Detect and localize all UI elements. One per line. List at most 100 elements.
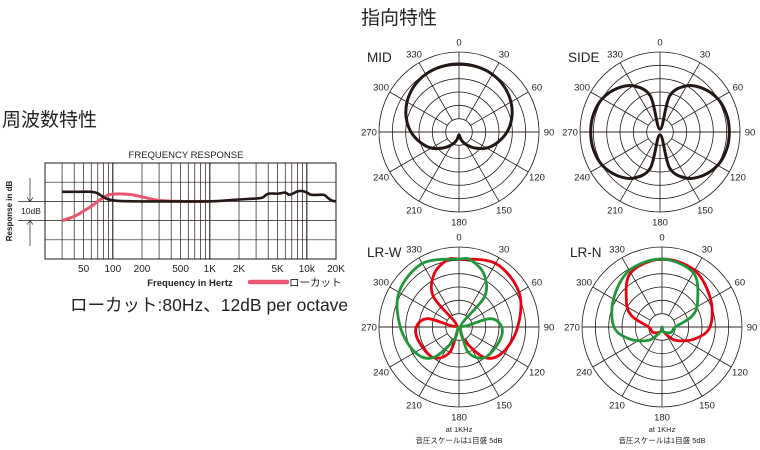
angle-label: 210 (609, 400, 625, 411)
polar-spoke (592, 286, 651, 321)
polar-spoke (418, 62, 453, 121)
angle-label: 150 (496, 400, 512, 411)
polar-plot-label: MID (367, 50, 392, 65)
angle-label: 330 (406, 50, 422, 61)
angle-label: 30 (499, 50, 510, 61)
x-tick-label: 1K (204, 264, 217, 275)
x-tick-label: 50 (78, 264, 90, 275)
scale-arrowhead (26, 197, 34, 202)
x-tick-label: 10k (299, 264, 316, 275)
series-line-lowcut (61, 192, 210, 223)
polar-spoke (418, 257, 453, 316)
polar-spoke (470, 91, 529, 126)
angle-label: 0 (659, 233, 664, 244)
angle-label: 0 (456, 233, 461, 244)
angle-label: 90 (745, 128, 756, 139)
angle-label: 60 (735, 278, 746, 289)
polar-spoke (590, 91, 649, 126)
polar-spoke (666, 62, 701, 121)
footnote-scale: 音圧スケールは1目盛 5dB (618, 435, 705, 445)
angle-label: 60 (532, 278, 543, 289)
angle-label: 330 (406, 245, 422, 256)
polar-spoke (590, 138, 649, 173)
angle-label: 180 (451, 413, 467, 424)
polar-pattern-curve (589, 83, 731, 181)
angle-label: 330 (609, 245, 625, 256)
x-tick-label: 200 (134, 264, 151, 275)
angle-label: 90 (544, 128, 555, 139)
polar-spoke (673, 333, 732, 368)
angle-label: 300 (576, 278, 592, 289)
angle-label: 330 (607, 50, 623, 61)
angle-label: 180 (652, 218, 668, 229)
polar-spoke (671, 91, 730, 126)
angle-label: 30 (499, 245, 510, 256)
polar-spoke (621, 257, 656, 316)
angle-label: 30 (700, 50, 711, 61)
series-line-flat (62, 189, 337, 203)
polar-spoke (465, 257, 500, 316)
angle-label: 210 (406, 205, 422, 216)
angle-label: 180 (654, 413, 670, 424)
angle-label: 90 (747, 323, 758, 334)
polar-spoke (418, 143, 453, 202)
angle-label: 30 (702, 245, 713, 256)
polar-spoke (389, 91, 448, 126)
polar-plot-label: LR-W (367, 245, 402, 260)
polar-spoke (389, 333, 448, 368)
polar-spoke (465, 62, 500, 121)
polar-spoke (619, 143, 654, 202)
angle-label: 60 (532, 83, 543, 94)
angle-label: 270 (361, 323, 377, 334)
polar-plot-label: SIDE (568, 50, 600, 65)
angle-label: 90 (544, 323, 555, 334)
angle-label: 210 (406, 400, 422, 411)
polar-spoke (673, 286, 732, 321)
angle-label: 240 (373, 173, 389, 184)
angle-label: 240 (576, 368, 592, 379)
polar-spoke (389, 138, 448, 173)
footnote-frequency: at 1KHz (649, 425, 676, 434)
polar-pattern-curve (624, 257, 714, 343)
angle-label: 240 (373, 368, 389, 379)
angle-label: 270 (562, 128, 578, 139)
polar-spoke (470, 138, 529, 173)
x-tick-label: 500 (172, 264, 189, 275)
polar-spoke (621, 338, 656, 397)
plot-frame (44, 162, 337, 260)
frequency-response-chart: FREQUENCY RESPONSE Frequency in Hertz Re… (5, 150, 345, 289)
x-tick-label: 5K (271, 264, 284, 275)
polar-pattern-curve (414, 256, 523, 360)
polar-pattern-curve (610, 257, 700, 343)
scale-marker-label: 10dB (21, 206, 41, 216)
angle-label: 150 (699, 400, 715, 411)
scale-arrowhead (26, 220, 34, 225)
angle-label: 150 (496, 205, 512, 216)
polar-plot-label: LR-N (570, 245, 602, 260)
angle-label: 300 (373, 278, 389, 289)
polar-spoke (668, 257, 703, 316)
polar-spoke (668, 338, 703, 397)
footnote-scale: 音圧スケールは1目盛 5dB (415, 435, 502, 445)
frequency-heading: 周波数特性 (2, 109, 97, 131)
angle-label: 240 (574, 173, 590, 184)
angle-label: 60 (733, 83, 744, 94)
angle-label: 270 (361, 128, 377, 139)
angle-label: 300 (574, 83, 590, 94)
x-axis-label: Frequency in Hertz (147, 278, 233, 289)
angle-label: 120 (529, 173, 545, 184)
polar-spoke (470, 333, 529, 368)
angle-label: 180 (451, 218, 467, 229)
polar-spoke (666, 143, 701, 202)
x-tick-label: 2K (233, 264, 246, 275)
angle-label: 0 (657, 38, 662, 49)
x-tick-label: 100 (104, 264, 121, 275)
angle-label: 120 (732, 368, 748, 379)
angle-label: 120 (730, 173, 746, 184)
polar-spoke (619, 62, 654, 121)
